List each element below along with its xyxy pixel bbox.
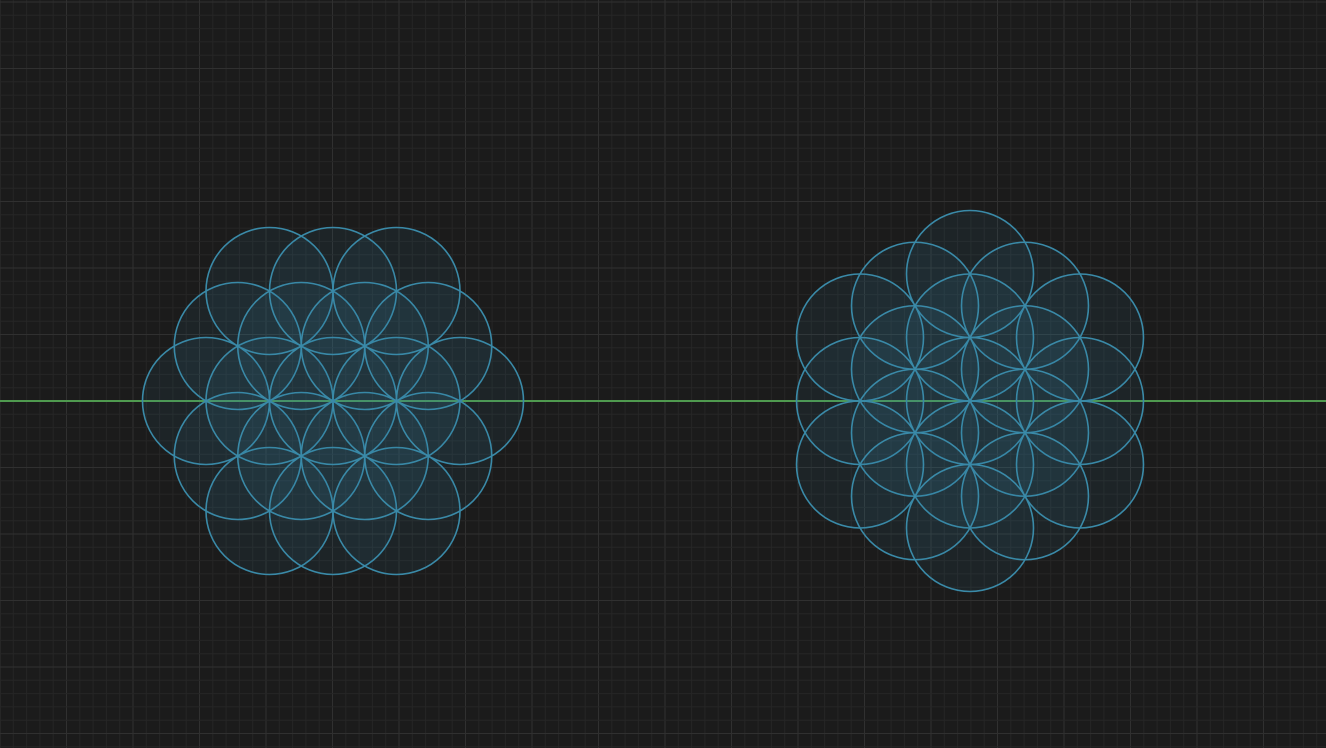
lattice-circle (905, 463, 1035, 593)
lattice-circle (395, 336, 525, 466)
flower-of-life-left (141, 226, 525, 576)
flower-of-life-right (795, 209, 1145, 593)
